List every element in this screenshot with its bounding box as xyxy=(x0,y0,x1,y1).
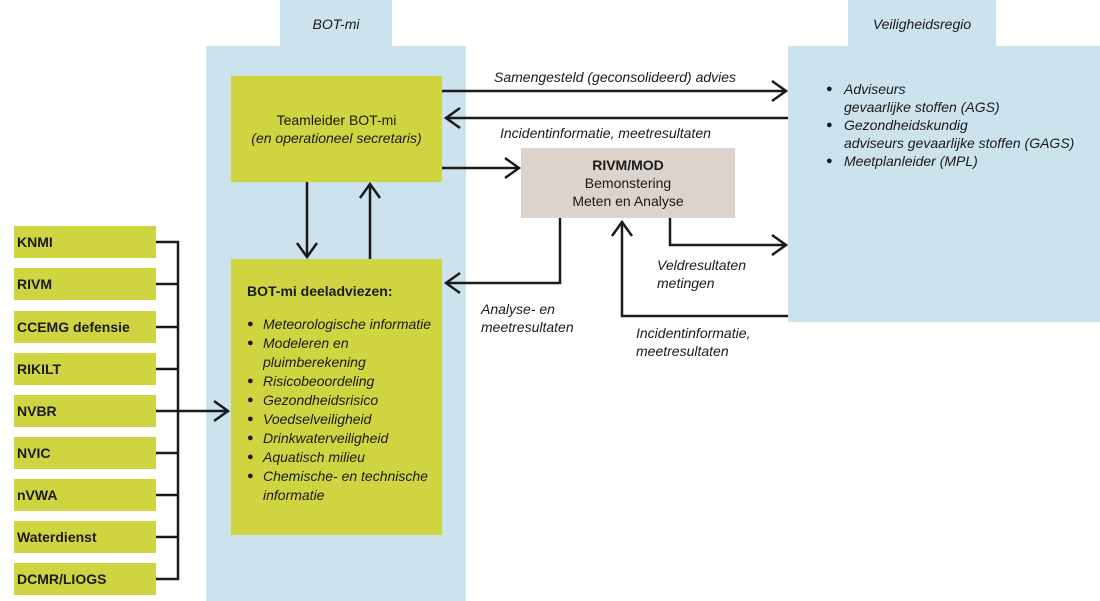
veiligheidsregio-list-container: Adviseurs gevaarlijke stoffen (AGS) Gezo… xyxy=(826,80,1096,170)
source-waterdienst: Waterdienst xyxy=(14,521,156,553)
source-rikilt: RIKILT xyxy=(14,353,156,385)
deeladvies-item: Risicobeoordeling xyxy=(247,372,438,391)
veiligheidsregio-item: Gezondheidskundig adviseurs gevaarlijke … xyxy=(826,116,1096,152)
analyse-label: Analyse- en meetresultaten xyxy=(481,301,574,335)
source-nvwa: nVWA xyxy=(14,479,156,511)
deeladvies-item: Chemische- en technische informatie xyxy=(247,467,438,505)
veiligheidsregio-item: Meetplanleider (MPL) xyxy=(826,152,1096,170)
veld-label: Veldresultaten metingen xyxy=(657,257,746,291)
deeladviezen-title: BOT-mi deeladviezen: xyxy=(247,283,393,299)
botmi-column-label: BOT-mi xyxy=(312,16,360,32)
deeladvies-item: Modeleren en pluimberekening xyxy=(247,334,438,372)
rivm-mod-line1: Bemonstering xyxy=(584,175,672,191)
source-nvbr: NVBR xyxy=(14,395,156,427)
rivm-mod-line2: Meten en Analyse xyxy=(572,193,684,209)
incident-bottom-label: Incidentinformatie, meetresultaten xyxy=(636,325,751,359)
veiligheidsregio-item: Adviseurs gevaarlijke stoffen (AGS) xyxy=(826,80,1096,116)
veiligheidsregio-list: Adviseurs gevaarlijke stoffen (AGS) Gezo… xyxy=(826,80,1096,170)
source-rivm: RIVM xyxy=(14,268,156,300)
teamleider-title: Teamleider BOT-mi xyxy=(276,112,397,128)
source-knmi: KNMI xyxy=(14,226,156,258)
incident-to-rivm-arrow xyxy=(620,224,788,318)
deeladvies-item: Aquatisch milieu xyxy=(247,448,438,467)
rivm-mod-box: RIVM/MOD Bemonstering Meten en Analyse xyxy=(521,148,735,218)
botmi-column-tab xyxy=(280,0,392,46)
veiligheidsregio-column-tab xyxy=(848,0,996,46)
source-nvic: NVIC xyxy=(14,437,156,469)
source-dcmr-liogs: DCMR/LIOGS xyxy=(14,563,156,595)
advies-label: Samengesteld (geconsolideerd) advies xyxy=(494,69,737,85)
veld-arrow xyxy=(668,218,784,247)
deeladviezen-list: Meteorologische informatie Modeleren en … xyxy=(247,315,438,505)
rivm-mod-title: RIVM/MOD xyxy=(592,157,664,173)
deeladvies-item: Gezondheidsrisico xyxy=(247,391,438,410)
teamleider-box: Teamleider BOT-mi (en operationeel secre… xyxy=(231,76,442,182)
source-ccemg-defensie: CCEMG defensie xyxy=(14,311,156,343)
deeladvies-item: Drinkwaterveiligheid xyxy=(247,429,438,448)
deeladvies-item: Meteorologische informatie xyxy=(247,315,438,334)
teamleider-subtitle: (en operationeel secretaris) xyxy=(251,130,422,146)
analyse-arrow xyxy=(448,218,562,285)
deeladvies-item: Voedselveiligheid xyxy=(247,410,438,429)
veiligheidsregio-column-label: Veiligheidsregio xyxy=(872,16,972,32)
deeladviezen-box: BOT-mi deeladviezen: Meteorologische inf… xyxy=(231,259,442,535)
incident-top-label: Incidentinformatie, meetresultaten xyxy=(500,125,711,141)
